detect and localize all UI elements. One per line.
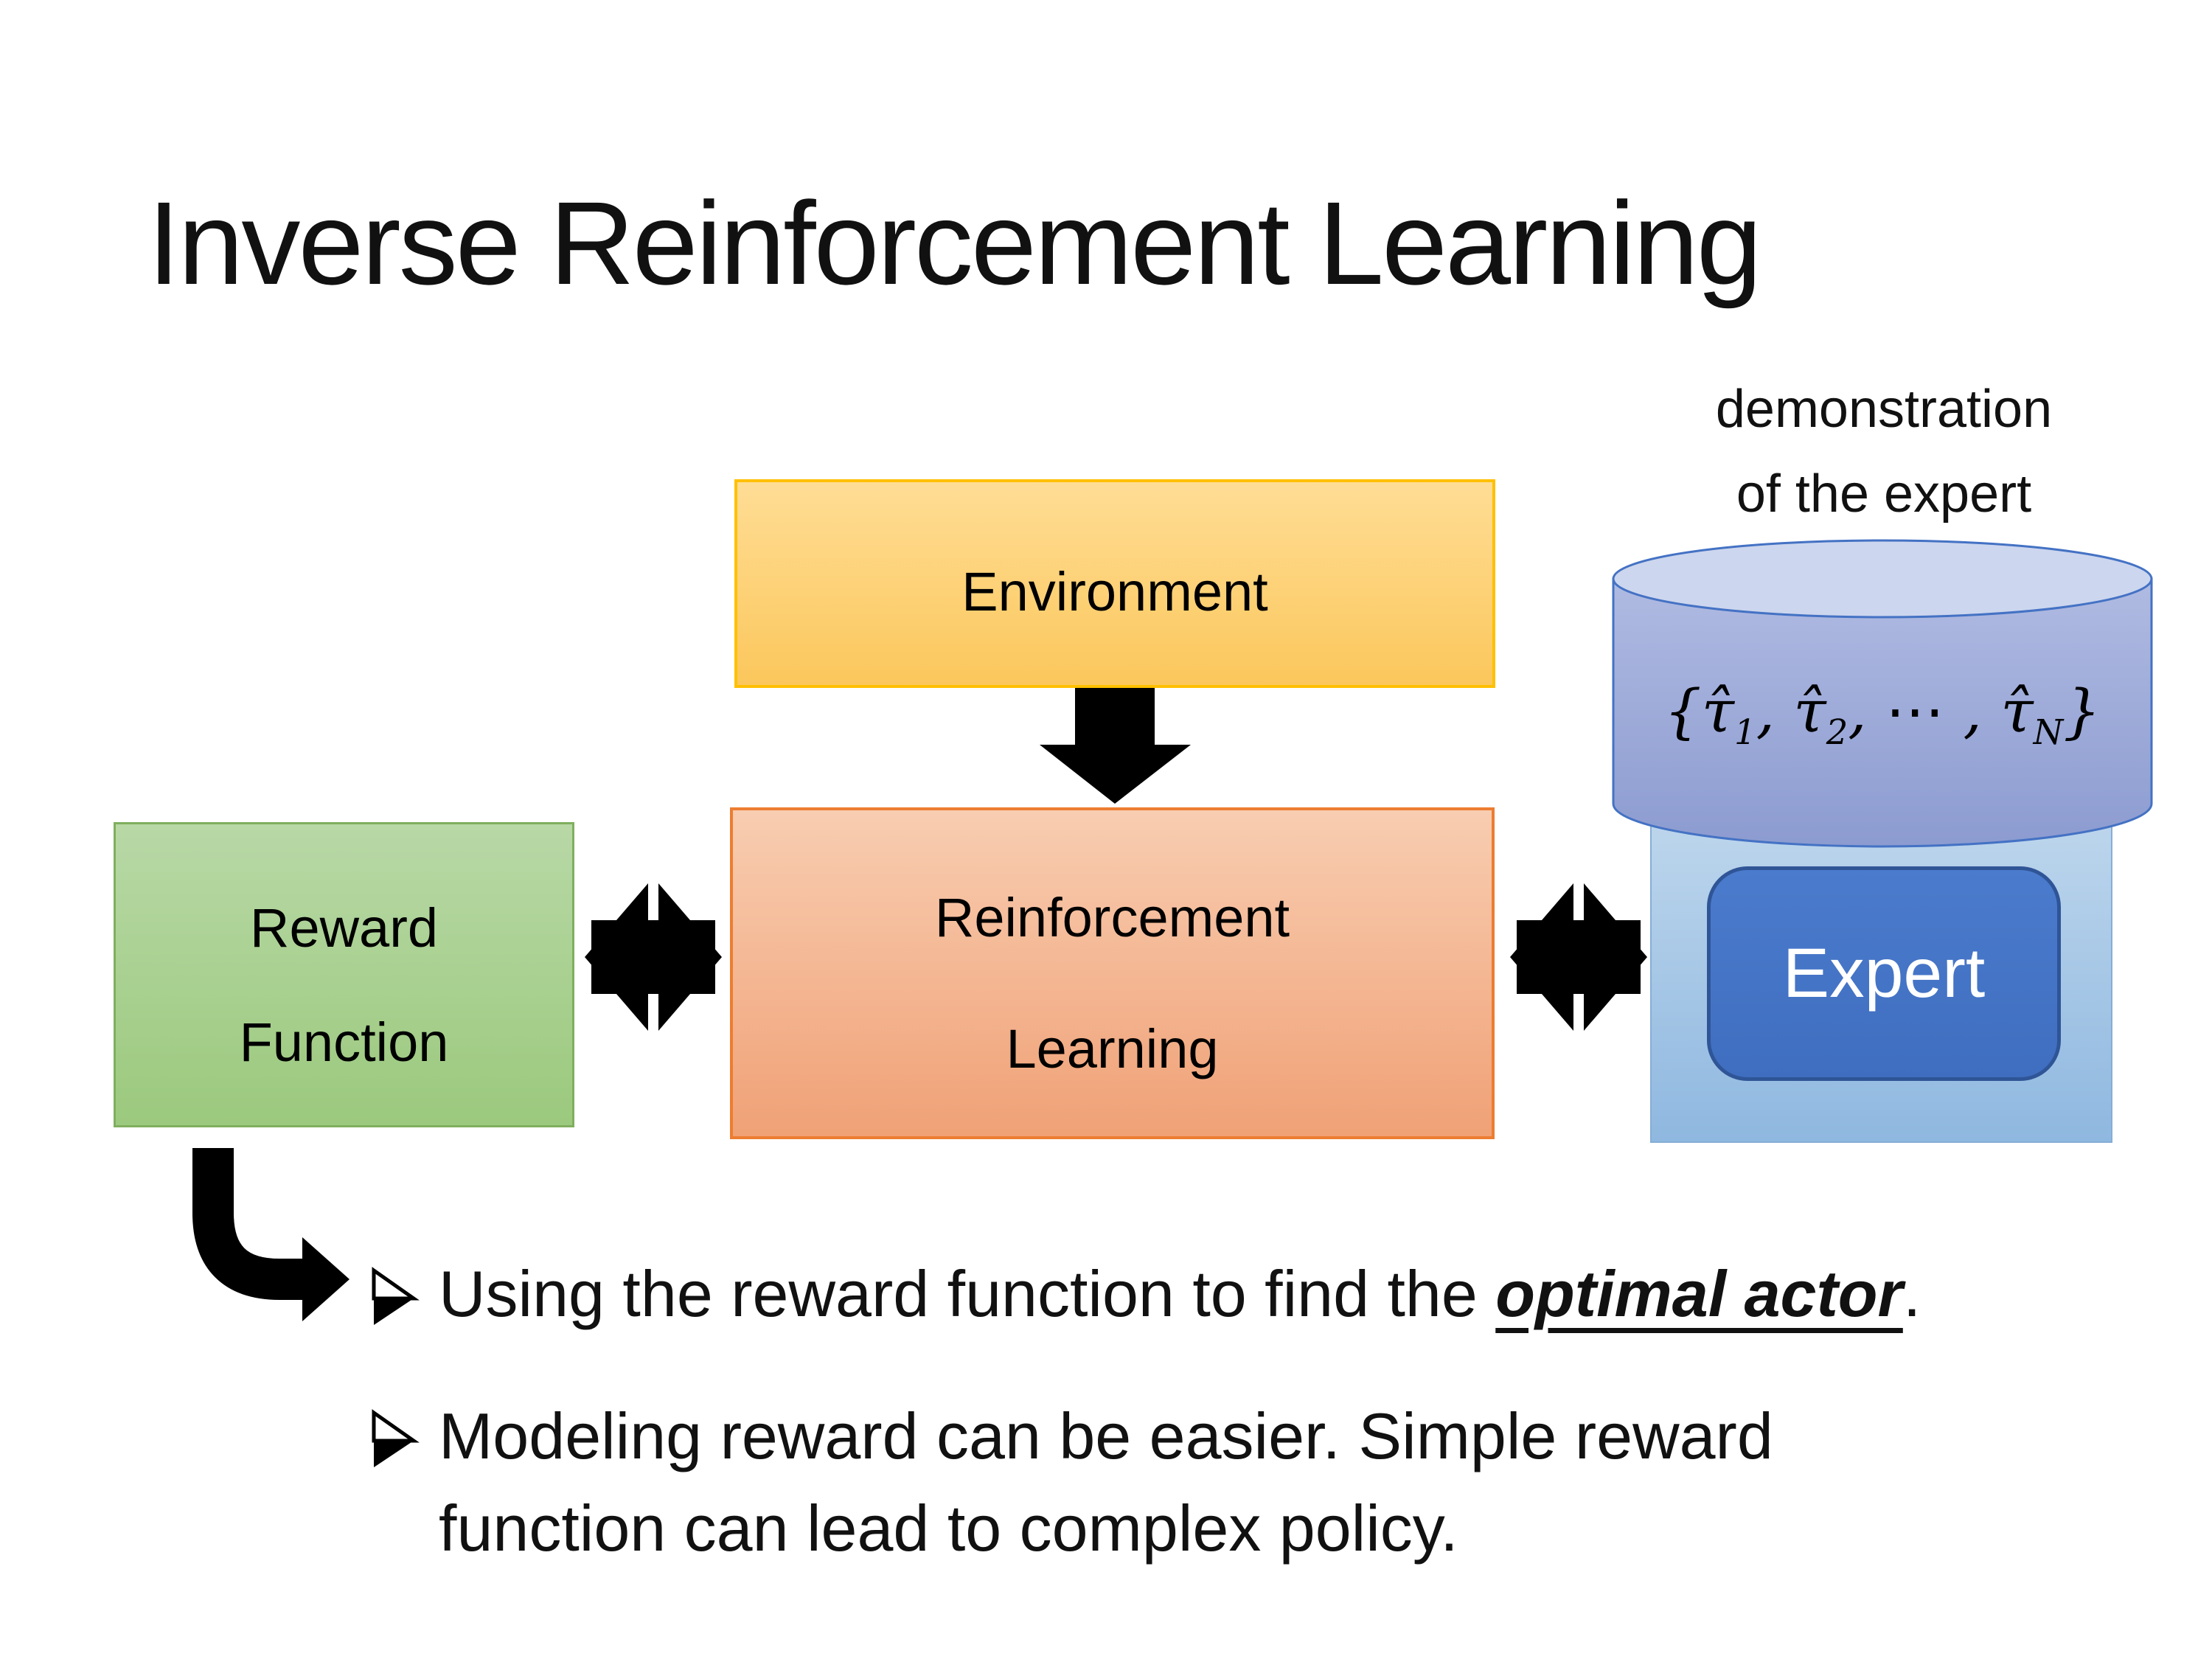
trajectory-set-formula: {τ̂1, τ̂2, ⋯ , τ̂N}: [1613, 677, 2152, 752]
formula-sub-2: 2: [1826, 712, 1848, 752]
annotation-line-1: demonstration: [1715, 380, 2053, 439]
right-pointing-arrow: [1517, 883, 1647, 1031]
formula-sub-1: 1: [1734, 712, 1756, 752]
arrowhead-bullet-icon: [369, 1259, 439, 1352]
formula-sub-n: N: [2033, 712, 2064, 752]
bullet-1-emphasis: optimal actor: [1495, 1257, 1903, 1330]
formula-close-brace: }: [2063, 677, 2101, 745]
bullet-list: Using the reward function to find the op…: [369, 1248, 2124, 1574]
elbow-arrow-head: [302, 1237, 349, 1321]
rl-label-line-1: Reinforcement: [934, 887, 1290, 948]
bullet-1-text: Using the reward function to find the op…: [439, 1248, 1921, 1340]
bullet-2-line-1: Modeling reward can be easier. Simple re…: [439, 1399, 1773, 1472]
expert-label: Expert: [1782, 934, 1986, 1012]
rl-label-line-2: Learning: [1006, 1018, 1219, 1079]
bullet-item-1: Using the reward function to find the op…: [369, 1248, 2124, 1352]
bullet-2-line-2: function can lead to complex policy.: [439, 1492, 1458, 1565]
exchange-arrow-right-icon: [1510, 883, 1647, 1031]
formula-tau-n: τ̂: [2000, 677, 2034, 745]
bullet-1-suffix: .: [1902, 1257, 1921, 1330]
elbow-arrow-shaft: [192, 1148, 304, 1300]
expert-node: Expert: [1707, 866, 2061, 1081]
left-pointing-arrow: [585, 883, 715, 1031]
formula-separator-1: ,: [1756, 677, 1794, 745]
cylinder-top: [1612, 539, 2153, 619]
formula-tau-1: τ̂: [1701, 677, 1735, 745]
reward-function-node: Reward Function: [114, 822, 574, 1127]
environment-label: Environment: [961, 561, 1268, 622]
formula-separator-2: , ⋯ ,: [1848, 677, 2001, 745]
formula-tau-2: τ̂: [1793, 677, 1826, 745]
reinforcement-learning-node: Reinforcement Learning: [730, 807, 1495, 1139]
annotation-line-2: of the expert: [1736, 465, 2032, 524]
right-pointing-arrow: [591, 883, 722, 1031]
arrowhead-bullet-icon: [369, 1402, 439, 1494]
environment-node: Environment: [734, 479, 1495, 688]
page-title: Inverse Reinforcement Learning: [147, 177, 1762, 309]
left-pointing-arrow: [1510, 883, 1641, 1031]
reward-label-line-1: Reward: [250, 897, 438, 959]
bullet-item-2: Modeling reward can be easier. Simple re…: [369, 1390, 2124, 1574]
down-arrow-icon: [1040, 688, 1191, 804]
bullet-1-prefix: Using the reward function to find the: [439, 1257, 1496, 1330]
exchange-arrow-left-icon: [585, 883, 722, 1031]
formula-open-brace: {: [1663, 677, 1702, 745]
demonstration-annotation: demonstration of the expert: [1607, 367, 2160, 537]
bullet-2-text: Modeling reward can be easier. Simple re…: [439, 1390, 1773, 1574]
elbow-arrow-icon: [192, 1148, 349, 1321]
reward-label-line-2: Function: [239, 1012, 449, 1073]
